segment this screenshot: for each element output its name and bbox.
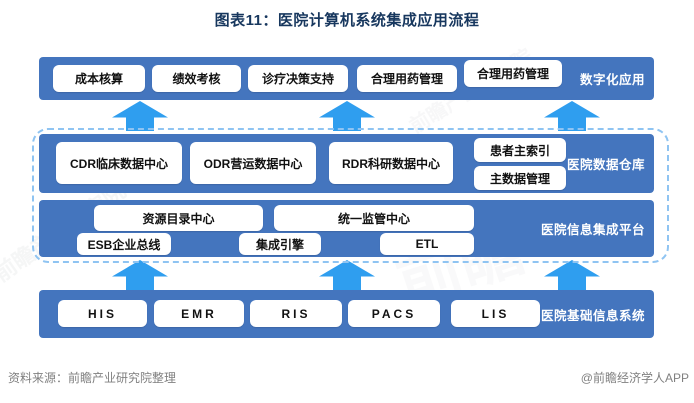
box-master-data-management: 主数据管理 — [474, 166, 566, 190]
box-cost-accounting: 成本核算 — [53, 65, 145, 92]
box-etl: ETL — [380, 233, 474, 255]
box-rational-drug-use-2: 合理用药管理 — [464, 60, 562, 87]
box-patient-master-index: 患者主索引 — [474, 138, 566, 162]
up-arrow — [319, 260, 375, 290]
box-unified-supervision-center: 统一监管中心 — [274, 205, 474, 231]
box-lis: LIS — [451, 300, 540, 327]
box-performance-review: 绩效考核 — [152, 65, 241, 92]
box-clinical-decision: 诊疗决策支持 — [248, 65, 348, 92]
layer-digital-apps-label: 数字化应用 — [579, 73, 645, 87]
up-arrow — [319, 101, 375, 131]
up-arrow — [112, 101, 168, 131]
box-esb-enterprise-bus: ESB企业总线 — [77, 233, 171, 255]
box-his: HIS — [58, 300, 147, 327]
middle-group-outline — [32, 128, 669, 263]
layer-base-systems: HIS EMR RIS PACS LIS 医院基础信息系统 — [39, 290, 654, 338]
brand-credit: @前瞻经济学人APP — [580, 371, 689, 385]
layer-data-warehouse-label: 医院数据仓库 — [566, 158, 645, 172]
box-rdr-research-data-center: RDR科研数据中心 — [329, 142, 453, 184]
up-arrow — [544, 260, 600, 290]
figure-title: 图表11：医院计算机系统集成应用流程 — [214, 12, 480, 29]
source-note: 资料来源：前瞻产业研究院整理 — [8, 371, 177, 385]
layer-digital-apps: 成本核算 绩效考核 诊疗决策支持 合理用药管理 合理用药管理 数字化应用 — [39, 57, 654, 100]
up-arrow — [112, 260, 168, 290]
box-integration-engine: 集成引擎 — [239, 233, 321, 255]
layer-integration-platform-label: 医院信息集成平台 — [540, 223, 645, 237]
box-emr: EMR — [154, 300, 244, 327]
up-arrow — [544, 101, 600, 131]
box-cdr-clinical-data-center: CDR临床数据中心 — [56, 142, 182, 184]
box-odr-operation-data-center: ODR营运数据中心 — [190, 142, 316, 184]
layer-data-warehouse: CDR临床数据中心 ODR营运数据中心 RDR科研数据中心 患者主索引 主数据管… — [39, 134, 654, 193]
box-resource-directory-center: 资源目录中心 — [94, 205, 263, 231]
layer-integration-platform: 资源目录中心 统一监管中心 ESB企业总线 集成引擎 ETL 医院信息集成平台 — [39, 200, 654, 257]
box-ris: RIS — [250, 300, 342, 327]
box-rational-drug-use-1: 合理用药管理 — [357, 65, 457, 92]
box-pacs: PACS — [348, 300, 440, 327]
layer-base-systems-label: 医院基础信息系统 — [540, 308, 645, 323]
